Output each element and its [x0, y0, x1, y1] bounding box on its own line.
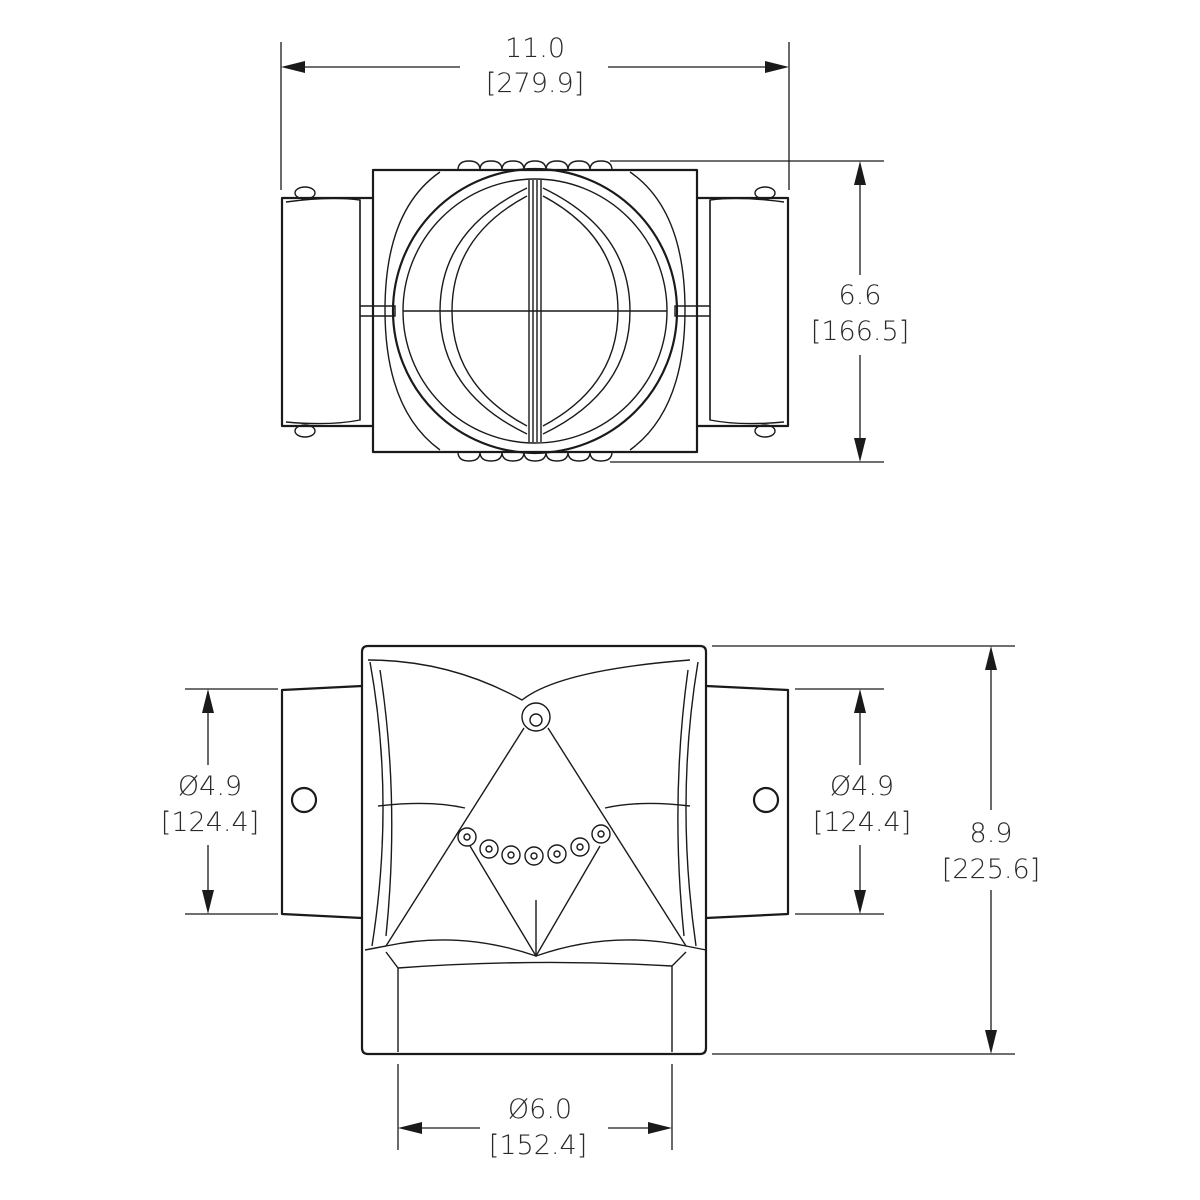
dim-right-outlet-metric: [124.4] [813, 807, 911, 838]
damper-ring-outer [391, 167, 679, 455]
dim-front-height-metric: [225.6] [942, 854, 1040, 885]
top-view [280, 160, 790, 462]
dim-right-outlet: Ø4.9 [124.4] [795, 688, 911, 915]
front-right-collar [704, 684, 790, 920]
dim-inlet-metric: [152.4] [489, 1130, 587, 1161]
dim-top-height: 6.6 [166.5] [610, 160, 909, 463]
dim-top-width-value: 11.0 [505, 33, 565, 64]
dim-inlet: Ø6.0 [152.4] [397, 1064, 673, 1161]
front-view [280, 644, 790, 1056]
front-left-collar [280, 684, 364, 920]
pivot-boss [521, 702, 551, 732]
dim-left-outlet-value: Ø4.9 [178, 771, 242, 802]
dim-top-width-metric: [279.9] [486, 68, 584, 99]
top-housing [371, 168, 699, 454]
dim-top-width: 11.0 [279.9] [280, 33, 790, 190]
right-mount-hole [752, 786, 780, 814]
left-mount-hole [290, 786, 318, 814]
dim-front-height-value: 8.9 [970, 818, 1013, 849]
top-edge-bumps [457, 160, 613, 462]
dim-left-outlet-metric: [124.4] [161, 807, 259, 838]
dim-front-height: 8.9 [225.6] [712, 645, 1040, 1055]
front-housing [360, 644, 708, 1056]
dim-top-height-value: 6.6 [839, 280, 882, 311]
dim-top-height-metric: [166.5] [811, 316, 909, 347]
dim-inlet-value: Ø6.0 [508, 1094, 572, 1125]
dim-right-outlet-value: Ø4.9 [830, 771, 894, 802]
bead-chain [457, 824, 611, 866]
dim-left-outlet: Ø4.9 [124.4] [161, 688, 278, 915]
